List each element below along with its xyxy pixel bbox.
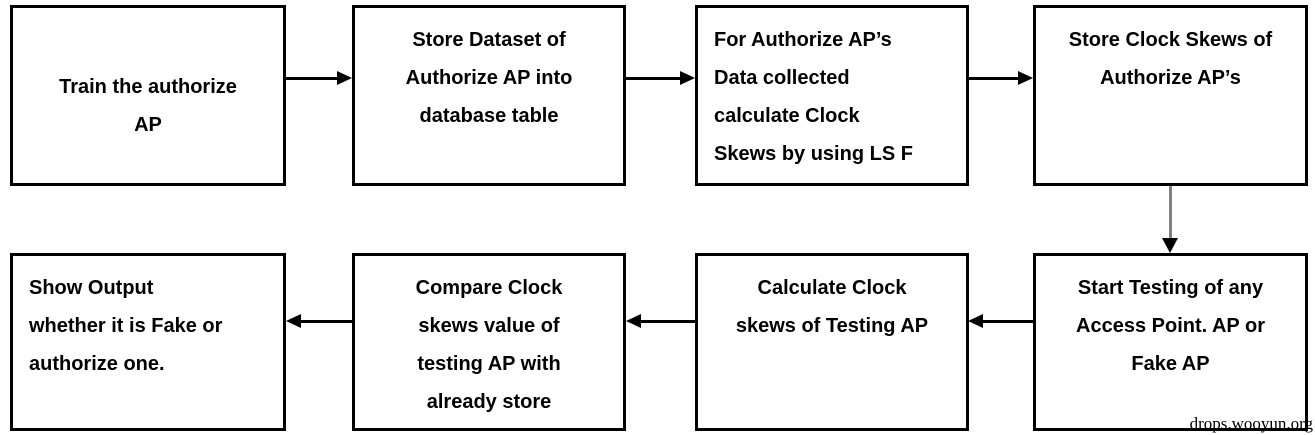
node-calculate-clock-skews-lsf: For Authorize AP’s Data collected calcul…: [695, 5, 969, 186]
node-label: Start Testing of any Access Point. AP or…: [1076, 277, 1265, 375]
arrow-storeskews-to-testing-line: [1169, 186, 1172, 239]
node-start-testing-any-ap: Start Testing of any Access Point. AP or…: [1033, 253, 1308, 431]
node-label: Compare Clock skews value of testing AP …: [415, 277, 563, 413]
arrow-compare-to-output-line: [301, 320, 352, 323]
node-store-clock-skews: Store Clock Skews of Authorize AP’s: [1033, 5, 1308, 186]
node-label: Show Output whether it is Fake or author…: [29, 277, 223, 375]
watermark: drops.wooyun.org: [1189, 414, 1313, 433]
arrow-right-icon: [680, 71, 695, 85]
arrow-testing-to-calcskews-line: [983, 320, 1033, 323]
node-calculate-testing-ap-skews: Calculate Clock skews of Testing AP: [695, 253, 969, 431]
node-train-authorize-ap: Train the authorize AP: [10, 5, 286, 186]
arrow-train-to-store-line: [286, 77, 337, 80]
node-label: For Authorize AP’s Data collected calcul…: [714, 29, 913, 165]
node-compare-clock-skews: Compare Clock skews value of testing AP …: [352, 253, 626, 431]
node-show-output: Show Output whether it is Fake or author…: [10, 253, 286, 431]
node-label: Store Dataset of Authorize AP into datab…: [405, 29, 573, 127]
arrow-right-icon: [337, 71, 352, 85]
arrow-left-icon: [626, 314, 641, 328]
arrow-down-icon: [1162, 238, 1178, 253]
node-store-dataset: Store Dataset of Authorize AP into datab…: [352, 5, 626, 186]
node-label: Calculate Clock skews of Testing AP: [735, 277, 929, 337]
arrow-calculate-to-storeskews-line: [969, 77, 1018, 80]
arrow-left-icon: [286, 314, 301, 328]
arrow-calcskews-to-compare-line: [641, 320, 695, 323]
node-label: Store Clock Skews of Authorize AP’s: [1068, 29, 1273, 89]
arrow-right-icon: [1018, 71, 1033, 85]
arrow-left-icon: [968, 314, 983, 328]
node-label: Train the authorize AP: [59, 76, 237, 136]
arrow-store-to-calculate-line: [626, 77, 680, 80]
